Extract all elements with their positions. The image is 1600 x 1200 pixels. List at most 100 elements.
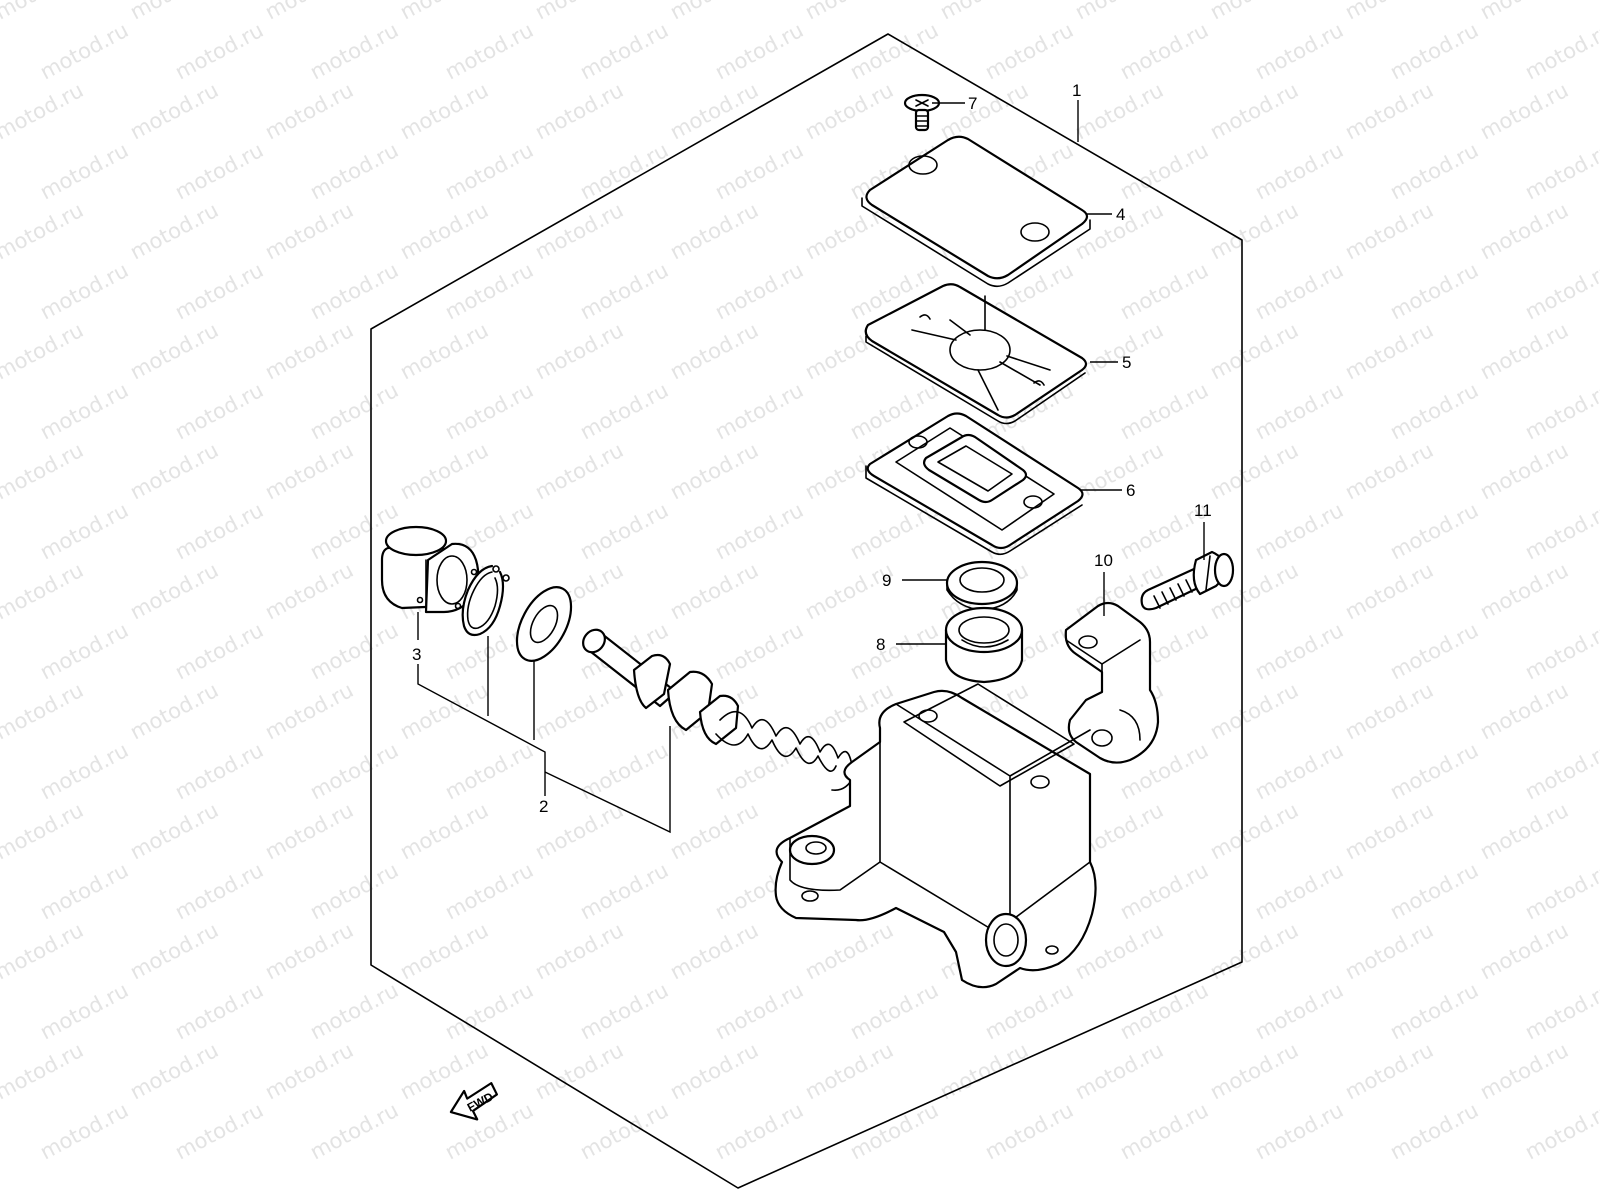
watermark-text: motod.ru — [1476, 438, 1572, 504]
watermark-text: motod.ru — [441, 138, 537, 204]
watermark-text: motod.ru — [441, 258, 537, 324]
watermark-text: motod.ru — [711, 138, 807, 204]
callout-5: 5 — [1122, 353, 1131, 372]
watermark-text: motod.ru — [36, 618, 132, 684]
watermark-text: motod.ru — [531, 78, 627, 144]
watermark-text: motod.ru — [441, 858, 537, 924]
watermark-text: motod.ru — [711, 978, 807, 1044]
watermark-text: motod.ru — [666, 438, 762, 504]
watermark-text: motod.ru — [1116, 258, 1212, 324]
watermark-text: motod.ru — [396, 438, 492, 504]
watermark-text: motod.ru — [171, 498, 267, 564]
watermark-text: motod.ru — [1206, 798, 1302, 864]
watermark-text: motod.ru — [711, 1098, 807, 1164]
watermark-text: motod.ru — [306, 618, 402, 684]
watermark-text: motod.ru — [1116, 1098, 1212, 1164]
watermark-text: motod.ru — [0, 78, 87, 144]
watermark-text: motod.ru — [1251, 738, 1347, 804]
watermark-text: motod.ru — [126, 798, 222, 864]
kit-boundary — [370, 33, 1243, 1189]
watermark-text: motod.ru — [441, 978, 537, 1044]
watermark-text: motod.ru — [1476, 198, 1572, 264]
watermark-text: motod.ru — [1386, 138, 1482, 204]
watermark-text: motod.ru — [531, 318, 627, 384]
watermark-text: motod.ru — [36, 18, 132, 84]
watermark-text: motod.ru — [711, 498, 807, 564]
watermark-text: motod.ru — [1251, 618, 1347, 684]
watermark-text: motod.ru — [1206, 0, 1302, 24]
watermark-text: motod.ru — [1521, 738, 1600, 804]
watermark-text: motod.ru — [1251, 978, 1347, 1044]
watermark-text: motod.ru — [1341, 0, 1437, 24]
watermark-text: motod.ru — [981, 1098, 1077, 1164]
watermark-text: motod.ru — [711, 618, 807, 684]
callout-4: 4 — [1116, 205, 1125, 224]
watermark-text: motod.ru — [801, 1038, 897, 1104]
watermark-text: motod.ru — [1206, 918, 1302, 984]
watermark-text: motod.ru — [1071, 78, 1167, 144]
watermark-text: motod.ru — [1251, 1098, 1347, 1164]
watermark-text: motod.ru — [261, 198, 357, 264]
watermark-text: motod.ru — [306, 978, 402, 1044]
piston-and-spring — [582, 628, 857, 792]
watermark-text: motod.ru — [0, 438, 87, 504]
watermark-text: motod.ru — [1206, 438, 1302, 504]
watermark-text: motod.ru — [1386, 618, 1482, 684]
watermark-text: motod.ru — [711, 378, 807, 444]
watermark-text: motod.ru — [0, 678, 87, 744]
watermark-text: motod.ru — [306, 738, 402, 804]
watermark-text: motod.ru — [36, 378, 132, 444]
watermark-text: motod.ru — [846, 618, 942, 684]
watermark-text: motod.ru — [1521, 1098, 1600, 1164]
watermark-text: motod.ru — [1521, 498, 1600, 564]
watermark-text: motod.ru — [1476, 918, 1572, 984]
watermark-text: motod.ru — [1476, 1038, 1572, 1104]
watermark-text: motod.ru — [1386, 18, 1482, 84]
watermark-text: motod.ru — [1116, 858, 1212, 924]
watermark-text: motod.ru — [36, 258, 132, 324]
watermark-text: motod.ru — [1386, 498, 1482, 564]
watermark-text: motod.ru — [936, 1038, 1032, 1104]
watermark-text: motod.ru — [1341, 78, 1437, 144]
callout-10: 10 — [1094, 551, 1113, 570]
watermark-text: motod.ru — [801, 0, 897, 24]
watermark-text: motod.ru — [0, 1038, 87, 1104]
watermark-text: motod.ru — [1206, 678, 1302, 744]
watermark-text: motod.ru — [306, 18, 402, 84]
circlip — [461, 564, 510, 637]
watermark-text: motod.ru — [1476, 318, 1572, 384]
watermark-text: motod.ru — [261, 1038, 357, 1104]
watermark-text: motod.ru — [396, 0, 492, 24]
watermark-text: motod.ru — [1521, 378, 1600, 444]
watermark-text: motod.ru — [666, 318, 762, 384]
watermark-text: motod.ru — [0, 798, 87, 864]
watermark-text: motod.ru — [1341, 918, 1437, 984]
watermark-text: motod.ru — [396, 918, 492, 984]
washer-part-9 — [945, 560, 1019, 611]
watermark-text: motod.ru — [531, 0, 627, 24]
watermark-text: motod.ru — [261, 798, 357, 864]
boot-part-3 — [380, 525, 480, 614]
watermark-text: motod.ru — [1206, 78, 1302, 144]
watermark-text: motod.ru — [261, 678, 357, 744]
watermark-text: motod.ru — [1476, 78, 1572, 144]
watermark-text: motod.ru — [576, 258, 672, 324]
watermark-text: motod.ru — [531, 198, 627, 264]
watermark-text: motod.ru — [126, 78, 222, 144]
watermark-text: motod.ru — [0, 318, 87, 384]
watermark-text: motod.ru — [396, 678, 492, 744]
watermark-text: motod.ru — [36, 498, 132, 564]
watermark-text: motod.ru — [1251, 498, 1347, 564]
watermark-text: motod.ru — [1251, 138, 1347, 204]
watermark-text: motod.ru — [801, 78, 897, 144]
watermark-text: motod.ru — [126, 918, 222, 984]
watermark-text: motod.ru — [1206, 318, 1302, 384]
watermark-text: motod.ru — [666, 78, 762, 144]
watermark-text: motod.ru — [171, 1098, 267, 1164]
callout-8: 8 — [876, 635, 885, 654]
watermark-text: motod.ru — [0, 558, 87, 624]
watermark-text: motod.ru — [396, 318, 492, 384]
watermark-text: motod.ru — [576, 858, 672, 924]
